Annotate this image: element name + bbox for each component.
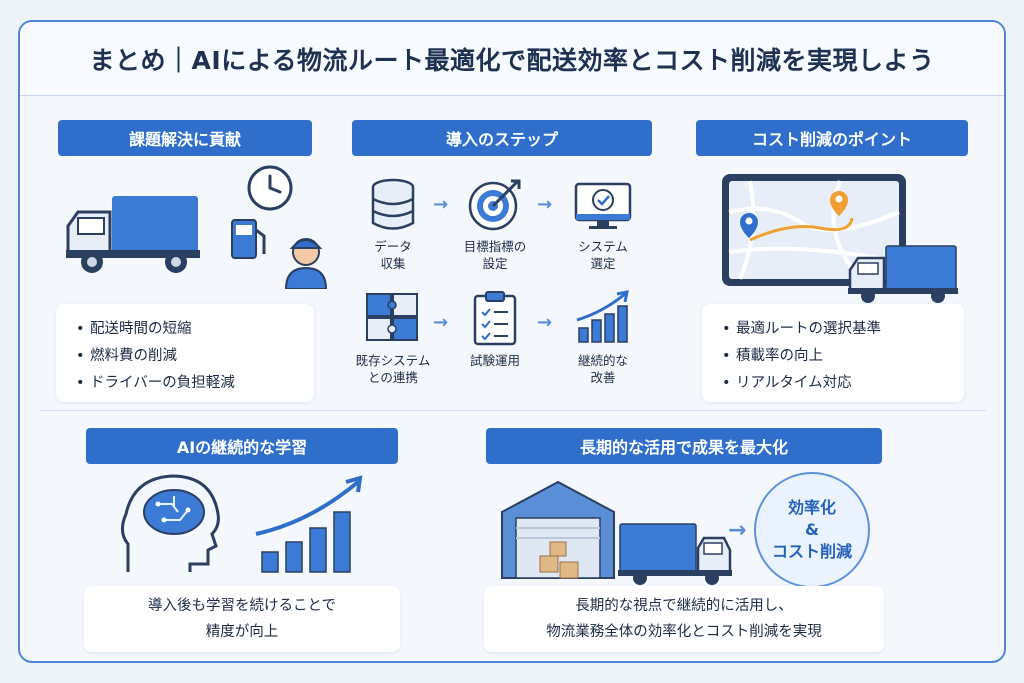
truck-icon <box>618 523 732 585</box>
list-item: 積載率の向上 <box>722 343 964 370</box>
arrow-icon: → <box>537 312 553 333</box>
driver-icon <box>284 238 328 289</box>
database-icon <box>371 178 415 230</box>
steps-header: 導入のステップ <box>352 120 652 156</box>
arrow-icon: → <box>728 518 747 543</box>
list-item: リアルタイム対応 <box>722 370 964 397</box>
arrow-icon: → <box>537 194 553 215</box>
summary-frame: まとめ｜AIによる物流ルート最適化で配送効率とコスト削減を実現しよう 課題解決に… <box>18 20 1006 663</box>
warehouse-icon <box>501 480 615 579</box>
fuel-pump-icon <box>231 219 266 259</box>
longterm-header: 長期的な活用で成果を最大化 <box>486 428 882 464</box>
growth-chart-icon <box>576 290 629 343</box>
list-item: ドライバーの負担軽減 <box>76 370 314 397</box>
section-divider <box>40 410 986 411</box>
longterm-card: 長期的な視点で継続的に活用し、 物流業務全体の効率化とコスト削減を実現 <box>484 586 884 652</box>
route-map-illustration <box>722 174 958 303</box>
target-icon <box>468 179 521 231</box>
step-improvement: 継続的な改善 <box>548 290 658 386</box>
brain-head-icon <box>121 474 220 572</box>
clipboard-icon <box>473 291 517 346</box>
step-goal-setting: 目標指標の設定 <box>440 178 550 272</box>
learning-card: 導入後も学習を続けることで 精度が向上 <box>84 586 400 652</box>
truck-icon <box>66 196 200 273</box>
step-trial: 試験運用 <box>440 290 550 369</box>
learning-header: AIの継続的な学習 <box>86 428 398 464</box>
arrow-icon: → <box>433 194 449 215</box>
problem-header: 課題解決に貢献 <box>58 120 312 156</box>
list-item: 最適ルートの選択基準 <box>722 316 964 343</box>
list-item: 配送時間の短縮 <box>76 316 314 343</box>
warehouse-truck-illustration <box>501 480 732 585</box>
monitor-check-icon <box>574 182 632 229</box>
cost-header: コスト削減のポイント <box>696 120 968 156</box>
list-item: 燃料費の削減 <box>76 343 314 370</box>
learning-illustration <box>121 474 363 573</box>
truck-driver-illustration <box>66 165 328 289</box>
step-system-selection: システム選定 <box>548 178 658 272</box>
step-data-collection: データ収集 <box>338 178 448 272</box>
puzzle-icon <box>366 293 418 341</box>
cost-card: 最適ルートの選択基準 積載率の向上 リアルタイム対応 <box>702 304 964 402</box>
page-title: まとめ｜AIによる物流ルート最適化で配送効率とコスト削減を実現しよう <box>20 22 1004 96</box>
truck-icon <box>848 245 958 303</box>
step-integration: 既存システムとの連携 <box>338 290 448 386</box>
clock-icon <box>247 165 293 211</box>
arrow-icon: → <box>433 312 449 333</box>
result-circle: 効率化 & コスト削減 <box>754 472 870 588</box>
problem-card: 配送時間の短縮 燃料費の削減 ドライバーの負担軽減 <box>56 304 314 402</box>
growth-chart-icon <box>255 475 363 573</box>
